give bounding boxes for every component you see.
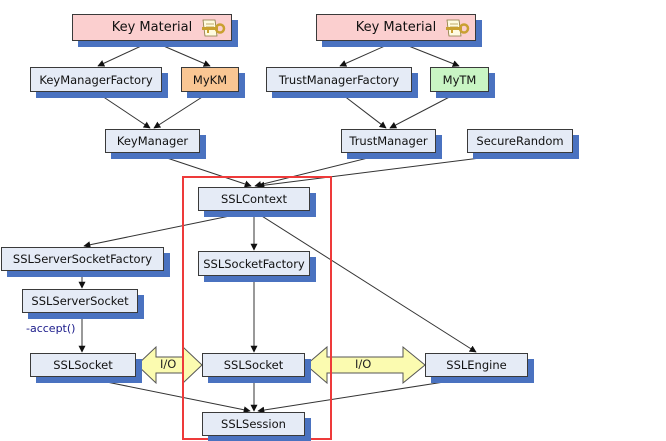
ssl-context-highlight — [182, 176, 332, 440]
edge-sockl-session — [81, 376, 251, 414]
my-tm-node: MyTM — [430, 67, 489, 92]
ssl-session-node: SSLSession — [202, 412, 305, 436]
trust-manager-factory-node: TrustManagerFactory — [266, 67, 412, 92]
edge-sr-ctx — [257, 152, 521, 189]
key-material-right-node: Key Material — [316, 14, 476, 41]
key-manager-factory-node: KeyManagerFactory — [30, 67, 162, 92]
accept-edge-label: -accept() — [26, 322, 76, 335]
ssl-socket-left-node: SSLSocket — [30, 353, 136, 377]
edge-mytm-tm — [389, 91, 460, 129]
ssl-socket-center-node: SSLSocket — [202, 353, 305, 377]
edge-ctx-ssf — [83, 210, 255, 249]
key-material-right-label: Key Material — [355, 20, 437, 35]
key-material-left-node: Key Material — [72, 14, 232, 41]
key-certificate-icon — [202, 19, 226, 37]
edge-keymat-kmf — [97, 40, 153, 67]
key-material-left-label: Key Material — [111, 20, 193, 35]
ssl-socket-factory-node: SSLSocketFactory — [198, 251, 310, 276]
trust-manager-node: TrustManager — [341, 129, 436, 153]
ssl-server-socket-node: SSLServerSocket — [22, 289, 138, 313]
ssl-context-node: SSLContext — [198, 187, 310, 211]
ssl-server-socket-factory-node: SSLServerSocketFactory — [1, 247, 164, 271]
edge-engine-session — [257, 376, 477, 414]
edge-tm-ctx — [254, 152, 389, 188]
edge-keymat-mykm — [151, 40, 211, 67]
secure-random-node: SecureRandom — [467, 129, 573, 153]
edge-tmf-tm — [338, 91, 387, 129]
edge-keymat-tmf — [339, 40, 397, 67]
io-left-label: I/O — [160, 357, 177, 371]
edge-ctx-engine — [253, 210, 477, 353]
edge-km-ctx — [151, 152, 252, 188]
edge-kmf-km — [95, 91, 151, 129]
edge-mykm-km — [153, 91, 211, 129]
ssl-engine-node: SSLEngine — [425, 353, 528, 377]
key-manager-node: KeyManager — [105, 129, 200, 153]
edge-keymat-mytm — [395, 40, 460, 67]
my-km-node: MyKM — [181, 67, 239, 92]
key-certificate-icon — [446, 19, 470, 37]
io-right-label: I/O — [355, 357, 372, 371]
